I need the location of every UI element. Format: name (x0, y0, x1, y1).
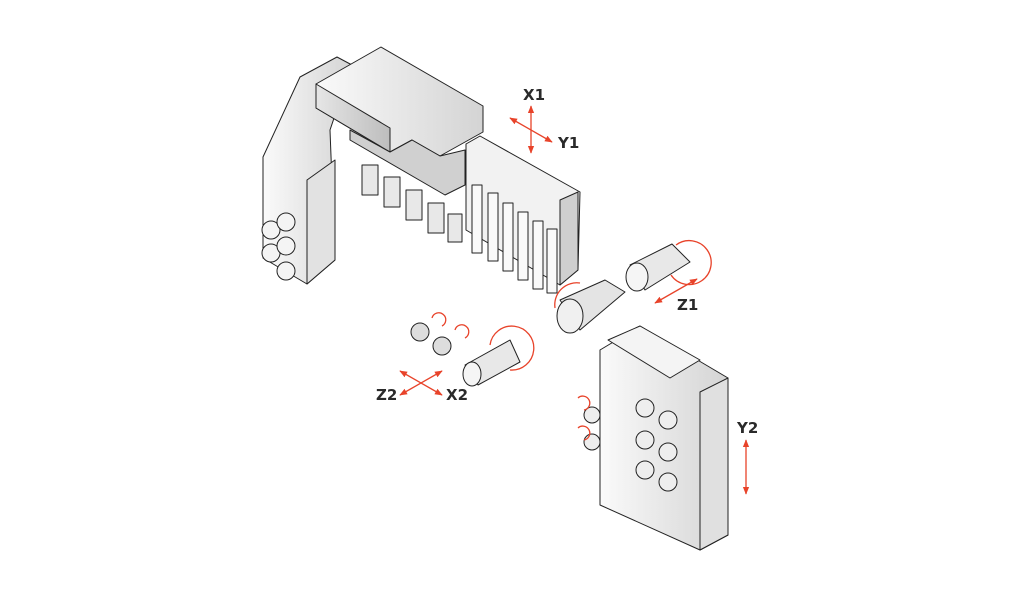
rotation-arrow-sub (489, 325, 535, 371)
rotation-arrow-lower-2 (577, 425, 591, 441)
axis-labels: X1 Y1 Z1 Z2 X2 Y2 (376, 86, 758, 437)
gang-tools (471, 184, 558, 294)
label-x2: X2 (446, 386, 468, 404)
rotation-arrow-tool-1 (431, 312, 447, 327)
rotation-arrow-tool-2 (454, 324, 470, 339)
spindles (361, 164, 463, 243)
tool-holders-left (261, 212, 296, 281)
label-y2: Y2 (736, 419, 758, 437)
lower-tool-holders (583, 398, 678, 492)
label-z2: Z2 (376, 386, 397, 404)
lower-tool-block (583, 325, 729, 551)
x2-arrow (399, 370, 443, 396)
upper-turret-assembly (261, 46, 581, 294)
label-z1: Z1 (677, 296, 698, 314)
main-spindle-collet (556, 243, 691, 334)
label-x1: X1 (523, 86, 545, 104)
rotation-arrow-collet (554, 282, 581, 309)
rotation-arrow-main (670, 240, 712, 286)
sub-spindle-collet (410, 322, 521, 387)
axis-arrows (399, 105, 750, 495)
y1-arrow (509, 117, 553, 143)
rotation-arrow-lower-1 (577, 395, 591, 411)
label-y1: Y1 (557, 134, 579, 152)
z1-arrow (654, 278, 698, 304)
